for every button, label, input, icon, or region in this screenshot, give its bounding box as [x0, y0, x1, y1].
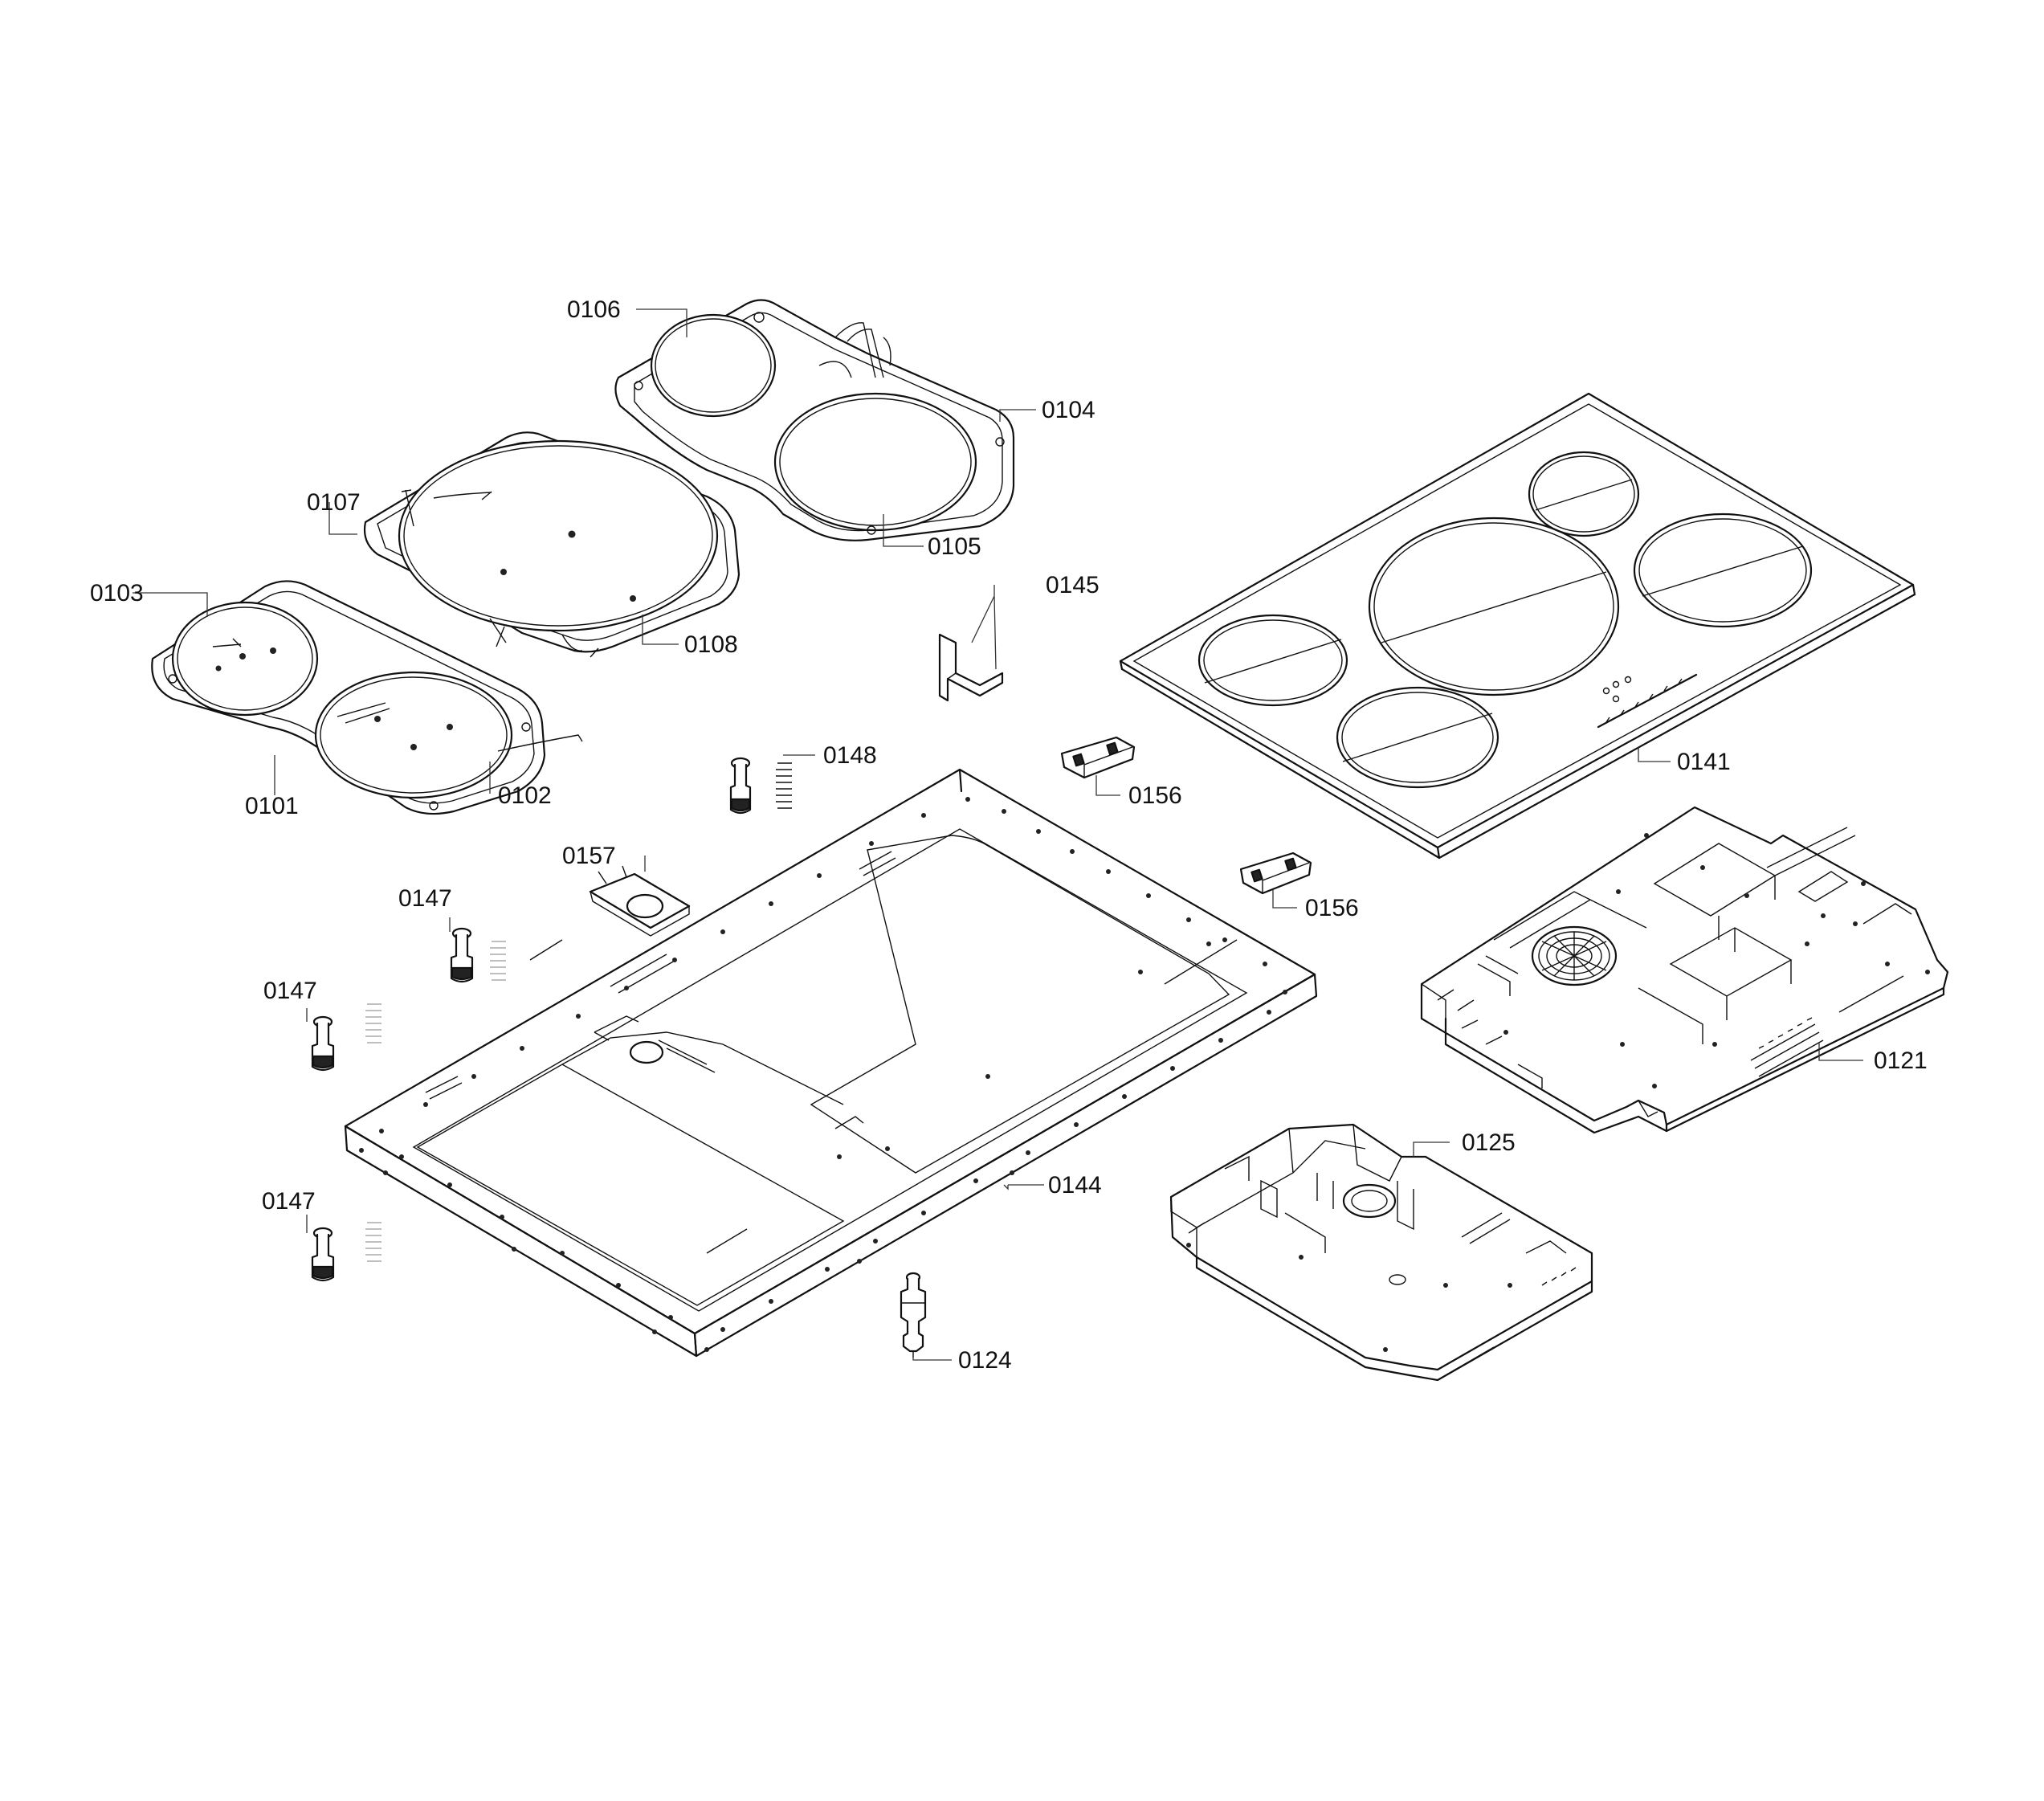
coil-carrier-front-0101	[151, 580, 583, 815]
label-0108: 0108	[684, 631, 738, 658]
coil-carrier-rear-0104	[614, 299, 1015, 541]
base-frame-0144	[344, 768, 1318, 1358]
fan-bracket-0157	[589, 865, 691, 937]
foot-0147-a	[450, 927, 506, 983]
label-0157: 0157	[562, 843, 616, 869]
glass-cooktop-0141	[1119, 392, 1916, 860]
label-0125: 0125	[1462, 1129, 1516, 1156]
label-0107: 0107	[307, 489, 361, 516]
foot-0147-b	[311, 1003, 381, 1072]
label-0102: 0102	[498, 782, 552, 809]
label-0156-a: 0156	[1128, 782, 1182, 809]
foot-0147-c	[311, 1222, 381, 1282]
label-0106: 0106	[567, 296, 621, 323]
clip-0156-b	[1239, 851, 1312, 895]
electronics-housing-0125	[1169, 1123, 1593, 1382]
label-0121: 0121	[1874, 1048, 1928, 1074]
part-number-labels: 0103 0101 0102 0106 0104 0105 0107 0108 …	[90, 296, 1928, 1374]
label-0156-b: 0156	[1305, 895, 1359, 921]
label-0147-a: 0147	[398, 885, 452, 912]
label-0141: 0141	[1677, 749, 1731, 775]
label-0144: 0144	[1048, 1172, 1102, 1199]
label-0147-b: 0147	[263, 978, 317, 1004]
cooking-zone-marks	[1197, 451, 1813, 789]
foot-0148	[729, 757, 792, 815]
label-0105: 0105	[928, 533, 981, 560]
label-0145: 0145	[1046, 572, 1100, 598]
label-0104: 0104	[1042, 397, 1095, 423]
label-0147-c: 0147	[262, 1188, 316, 1215]
coil-carrier-large-0108	[363, 431, 740, 658]
label-0103: 0103	[90, 580, 144, 606]
label-0148: 0148	[823, 742, 877, 769]
touch-control-strip	[1597, 673, 1698, 729]
clip-0156-a	[1060, 736, 1136, 779]
connector-0124	[900, 1272, 927, 1358]
leader-lines	[133, 308, 1863, 1361]
bracket-0145	[938, 633, 1004, 702]
electronics-housing-0121	[1420, 806, 1949, 1134]
label-0101: 0101	[245, 793, 299, 819]
label-0124: 0124	[958, 1347, 1012, 1374]
